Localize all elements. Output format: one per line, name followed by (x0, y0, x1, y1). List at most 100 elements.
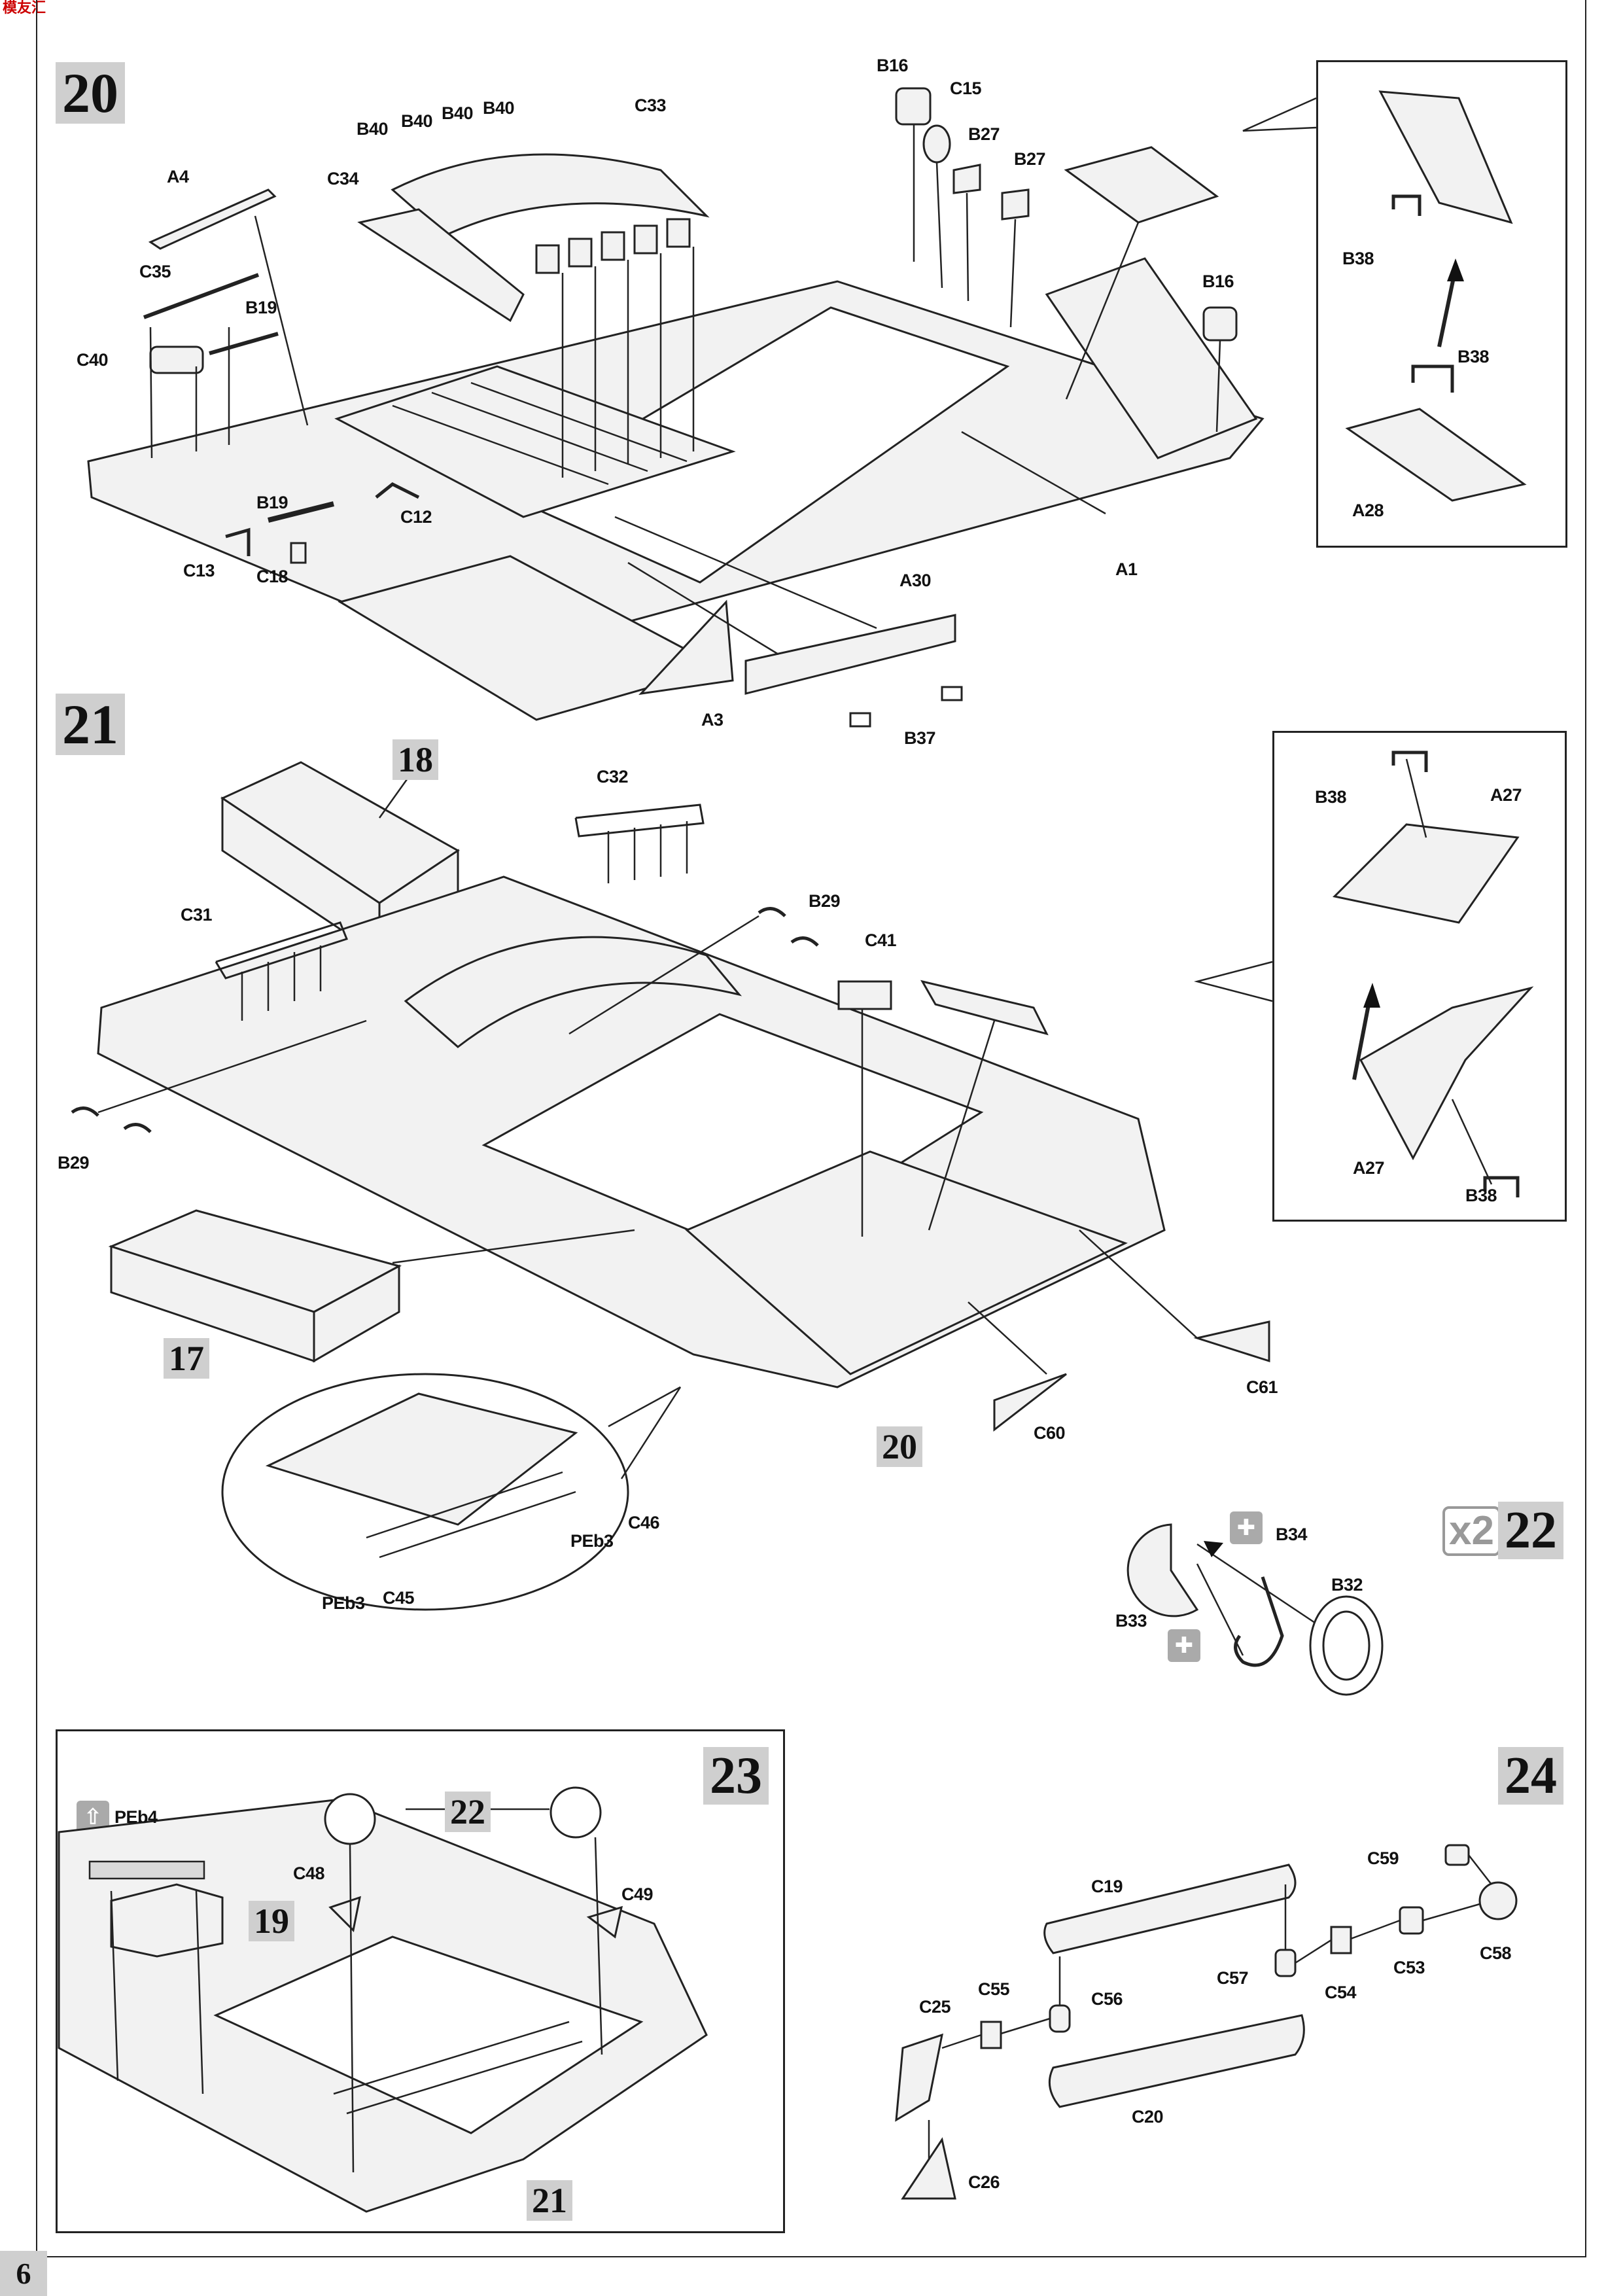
label-a27: A27 (1490, 785, 1522, 805)
label-peb3: PEb3 (322, 1593, 365, 1613)
part-a4 (148, 188, 277, 250)
label-c61: C61 (1246, 1377, 1278, 1397)
label-c57: C57 (1217, 1968, 1249, 1988)
label-b19: B19 (245, 298, 277, 317)
label-c45: C45 (383, 1588, 415, 1608)
step-21-number: 21 (56, 694, 125, 755)
label-c25: C25 (919, 1997, 951, 2017)
step-22-number: 22 (1498, 1502, 1563, 1559)
step-24-number: 24 (1498, 1747, 1563, 1805)
label-c40: C40 (77, 350, 109, 370)
label-b29: B29 (809, 891, 841, 911)
label-b37: B37 (904, 728, 936, 748)
label-peb4: PEb4 (114, 1807, 158, 1827)
step-20-detail-inset (1316, 60, 1567, 548)
label-c26: C26 (968, 2172, 1000, 2192)
label-c13: C13 (183, 561, 215, 580)
label-b16: B16 (877, 56, 909, 75)
label-a4: A4 (167, 167, 189, 186)
label-c34: C34 (327, 169, 359, 188)
label-c31: C31 (181, 905, 213, 925)
label-c60: C60 (1034, 1423, 1066, 1443)
part-c47 (920, 980, 1049, 1036)
ref-step-20: 20 (877, 1426, 922, 1467)
label-b38: B38 (1315, 787, 1347, 807)
hatch-plate (1064, 146, 1219, 224)
label-b38: B38 (1465, 1186, 1497, 1205)
page-border (36, 0, 1586, 2257)
part-c41 (837, 980, 892, 1010)
ref-step-19: 19 (249, 1901, 294, 1941)
label-b40: B40 (401, 111, 433, 131)
label-b34: B34 (1276, 1525, 1308, 1544)
label-c32: C32 (597, 767, 629, 786)
label-c19: C19 (1091, 1877, 1123, 1896)
stowage-box-19 (110, 1883, 224, 1958)
part-b27-a (952, 164, 981, 194)
inset-a27-top (1332, 823, 1520, 924)
label-b40: B40 (357, 119, 389, 139)
label-a3: A3 (701, 710, 724, 730)
label-c54: C54 (1325, 1983, 1357, 2002)
part-a30 (744, 614, 956, 695)
label-b33: B33 (1115, 1611, 1147, 1631)
label-c49: C49 (621, 1884, 654, 1904)
ref-step-17: 17 (164, 1338, 209, 1379)
ref-step-21: 21 (527, 2180, 572, 2221)
label-c15: C15 (950, 79, 982, 98)
part-c60 (993, 1373, 1067, 1432)
label-a1: A1 (1115, 559, 1138, 579)
front-glacis (685, 1150, 1128, 1375)
engine-grille-assembled (404, 936, 742, 1048)
label-c55: C55 (978, 1979, 1010, 1999)
label-c53: C53 (1393, 1958, 1425, 1977)
cover-half-c19 (1043, 1863, 1297, 1954)
label-b40: B40 (483, 98, 515, 118)
part-b27-b (1001, 188, 1030, 221)
headlight-housing-b33 (1126, 1523, 1199, 1617)
label-c18: C18 (256, 567, 288, 586)
label-b40: B40 (442, 103, 474, 123)
label-c56: C56 (1091, 1989, 1123, 2009)
label-b16: B16 (1202, 272, 1234, 291)
label-b19: B19 (256, 493, 288, 512)
photo-etch-peb4 (88, 1860, 205, 1880)
hull-inner-floor (508, 306, 1010, 584)
ref-step-18: 18 (393, 739, 438, 780)
label-b38: B38 (1457, 347, 1490, 366)
ref-step-22: 22 (445, 1792, 491, 1832)
label-c12: C12 (400, 507, 432, 527)
headlight-right (550, 1786, 602, 1839)
inset-hatch-assembled (1378, 90, 1513, 224)
part-c61 (1193, 1320, 1270, 1363)
step-23-number: 23 (703, 1747, 769, 1805)
label-c33: C33 (635, 96, 667, 115)
label-b27: B27 (968, 124, 1000, 144)
label-a28: A28 (1352, 501, 1384, 520)
label-c20: C20 (1132, 2107, 1164, 2127)
headlight-bracket-b34 (1234, 1576, 1284, 1667)
inset-a27-bottom (1359, 986, 1534, 1161)
part-a3 (638, 599, 734, 696)
inset-hatch-a28 (1345, 408, 1527, 502)
step-21-detail-inset (1272, 731, 1567, 1222)
glue-icon: ✚ (1230, 1511, 1263, 1544)
step-20-number: 20 (56, 62, 125, 124)
step-23-frame (56, 1729, 785, 2233)
engine-deck-grille-c33 (391, 153, 710, 237)
label-c59: C59 (1367, 1848, 1399, 1868)
bracket-c48 (328, 1896, 361, 1933)
label-b29: B29 (58, 1153, 90, 1173)
page-number: 6 (0, 2251, 47, 2296)
cover-half-c20 (1048, 2014, 1305, 2108)
label-c48: C48 (293, 1863, 325, 1883)
publisher-logo: 模友汇 (3, 0, 46, 16)
part-c58 (1478, 1881, 1518, 1920)
part-c34 (357, 208, 525, 323)
front-hull-plate (1045, 257, 1258, 459)
label-c35: C35 (139, 262, 171, 281)
